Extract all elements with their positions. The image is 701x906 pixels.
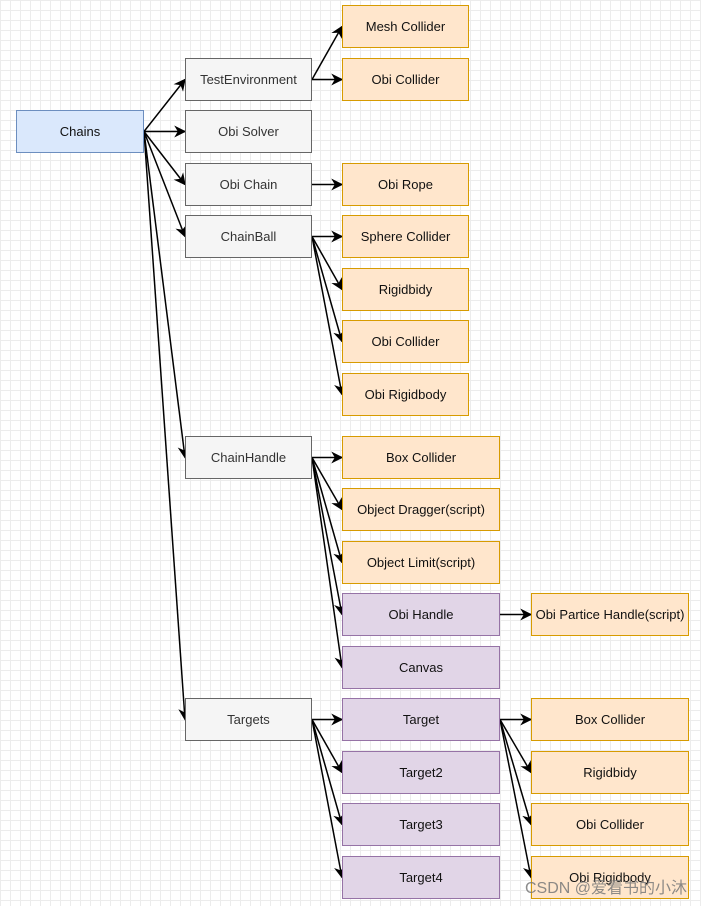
node-rigidbidy-target[interactable]: Rigidbidy	[531, 751, 689, 794]
node-chains[interactable]: Chains	[16, 110, 144, 153]
connector-chains-to-targets	[143, 131, 191, 721]
node-sphere-collider[interactable]: Sphere Collider	[342, 215, 469, 258]
connector-targets-to-target3	[311, 719, 345, 826]
node-canvas[interactable]: Canvas	[342, 646, 500, 689]
node-obi-rope[interactable]: Obi Rope	[342, 163, 469, 206]
node-test-environment[interactable]: TestEnvironment	[185, 58, 312, 101]
connector-chains-to-chain_handle	[143, 131, 190, 459]
connector-chain_handle-to-object_limit	[311, 457, 345, 564]
node-target3[interactable]: Target3	[342, 803, 500, 846]
node-targets[interactable]: Targets	[185, 698, 312, 741]
node-obi-collider-env[interactable]: Obi Collider	[342, 58, 469, 101]
connector-chain_ball-to-obi_rigidbody_ball	[311, 236, 346, 396]
node-target[interactable]: Target	[342, 698, 500, 741]
node-obi-rigidbody-ball[interactable]: Obi Rigidbody	[342, 373, 469, 416]
connector-chain_ball-to-rigidbidy_ball	[311, 236, 343, 291]
connector-targets-to-target2	[311, 719, 343, 774]
node-obi-handle[interactable]: Obi Handle	[342, 593, 500, 636]
connector-targets-to-target4	[311, 719, 346, 879]
connector-chains-to-chain_ball	[143, 131, 187, 238]
node-obi-particle-handle[interactable]: Obi Partice Handle(script)	[531, 593, 689, 636]
node-obi-collider-ball[interactable]: Obi Collider	[342, 320, 469, 363]
connector-target-to-obi_collider_target	[499, 719, 534, 826]
connector-chain_handle-to-object_dragger	[311, 457, 343, 511]
watermark: CSDN @爱看书的小沐	[524, 880, 687, 897]
node-mesh-collider[interactable]: Mesh Collider	[342, 5, 469, 48]
node-box-collider-handle[interactable]: Box Collider	[342, 436, 500, 479]
node-target2[interactable]: Target2	[342, 751, 500, 794]
node-rigidbidy-ball[interactable]: Rigidbidy	[342, 268, 469, 311]
connector-target-to-obi_rigidbody_target	[499, 719, 535, 879]
node-obi-rigidbody-target[interactable]: Obi Rigidbody	[531, 856, 689, 899]
node-chain-handle[interactable]: ChainHandle	[185, 436, 312, 479]
node-obi-chain[interactable]: Obi Chain	[185, 163, 312, 206]
connector-chain_handle-to-obi_handle	[311, 457, 346, 616]
connector-chains-to-obi_chain	[143, 131, 186, 186]
node-box-collider-target[interactable]: Box Collider	[531, 698, 689, 741]
connector-target-to-rigidbidy_target	[499, 719, 532, 774]
node-target4[interactable]: Target4	[342, 856, 500, 899]
connector-chains-to-test_environment	[143, 78, 186, 132]
connector-chain_ball-to-obi_collider_ball	[311, 236, 345, 343]
node-obi-collider-target[interactable]: Obi Collider	[531, 803, 689, 846]
connector-test_environment-to-mesh_collider	[311, 25, 343, 80]
node-chain-ball[interactable]: ChainBall	[185, 215, 312, 258]
connector-chain_handle-to-canvas	[311, 457, 347, 669]
node-obi-solver[interactable]: Obi Solver	[185, 110, 312, 153]
node-object-limit[interactable]: Object Limit(script)	[342, 541, 500, 584]
node-object-dragger[interactable]: Object Dragger(script)	[342, 488, 500, 531]
